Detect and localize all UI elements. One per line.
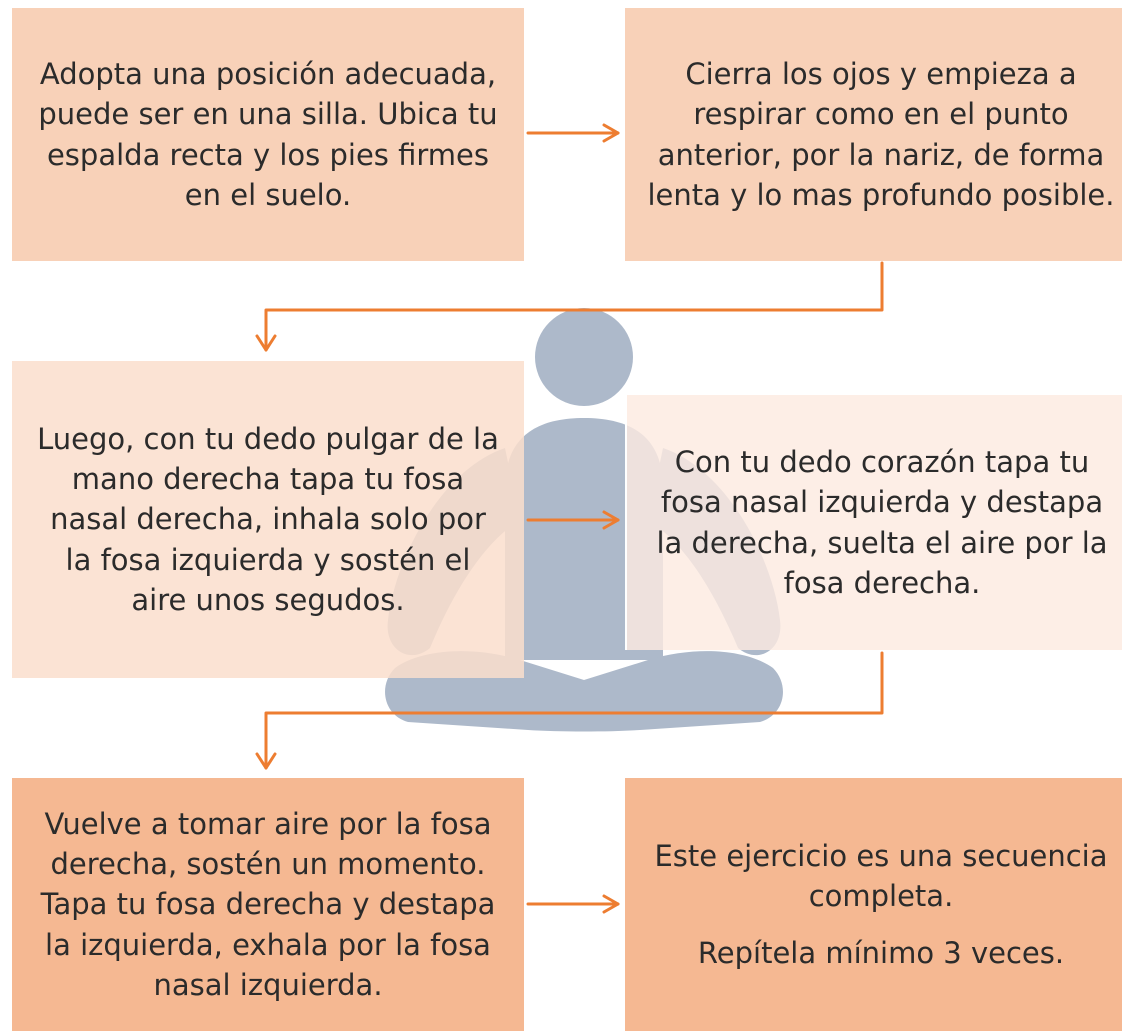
step-2-text: Cierra los ojos y empieza a respirar com… bbox=[647, 57, 1115, 212]
step-5-text: Vuelve a tomar aire por la fosa derecha,… bbox=[40, 807, 496, 1002]
step-6-note: Repítela mínimo 3 veces. bbox=[697, 935, 1065, 970]
step-box-2: Cierra los ojos y empieza a respirar com… bbox=[625, 8, 1122, 261]
step-box-5: Vuelve a tomar aire por la fosa derecha,… bbox=[12, 778, 524, 1031]
step-box-1: Adopta una posición adecuada, puede ser … bbox=[12, 8, 524, 261]
arrow-step4-to-step5 bbox=[255, 651, 884, 770]
step-4-text: Con tu dedo corazón tapa tu fosa nasal i… bbox=[656, 445, 1108, 600]
arrow-step2-to-step3 bbox=[255, 261, 884, 352]
figure-torso bbox=[505, 418, 663, 660]
step-box-6: Este ejercicio es una secuencia completa… bbox=[625, 778, 1122, 1031]
figure-head bbox=[535, 308, 633, 406]
step-box-3: Luego, con tu dedo pulgar de la mano der… bbox=[12, 361, 524, 678]
arrow-step5-to-step6 bbox=[526, 894, 620, 914]
step-6-text: Este ejercicio es una secuencia completa… bbox=[654, 839, 1108, 914]
step-1-text: Adopta una posición adecuada, puede ser … bbox=[38, 57, 498, 212]
step-3-text: Luego, con tu dedo pulgar de la mano der… bbox=[37, 422, 499, 617]
arrow-step1-to-step2 bbox=[526, 123, 620, 143]
arrow-step3-to-step4 bbox=[526, 510, 620, 530]
step-box-4: Con tu dedo corazón tapa tu fosa nasal i… bbox=[625, 393, 1122, 650]
